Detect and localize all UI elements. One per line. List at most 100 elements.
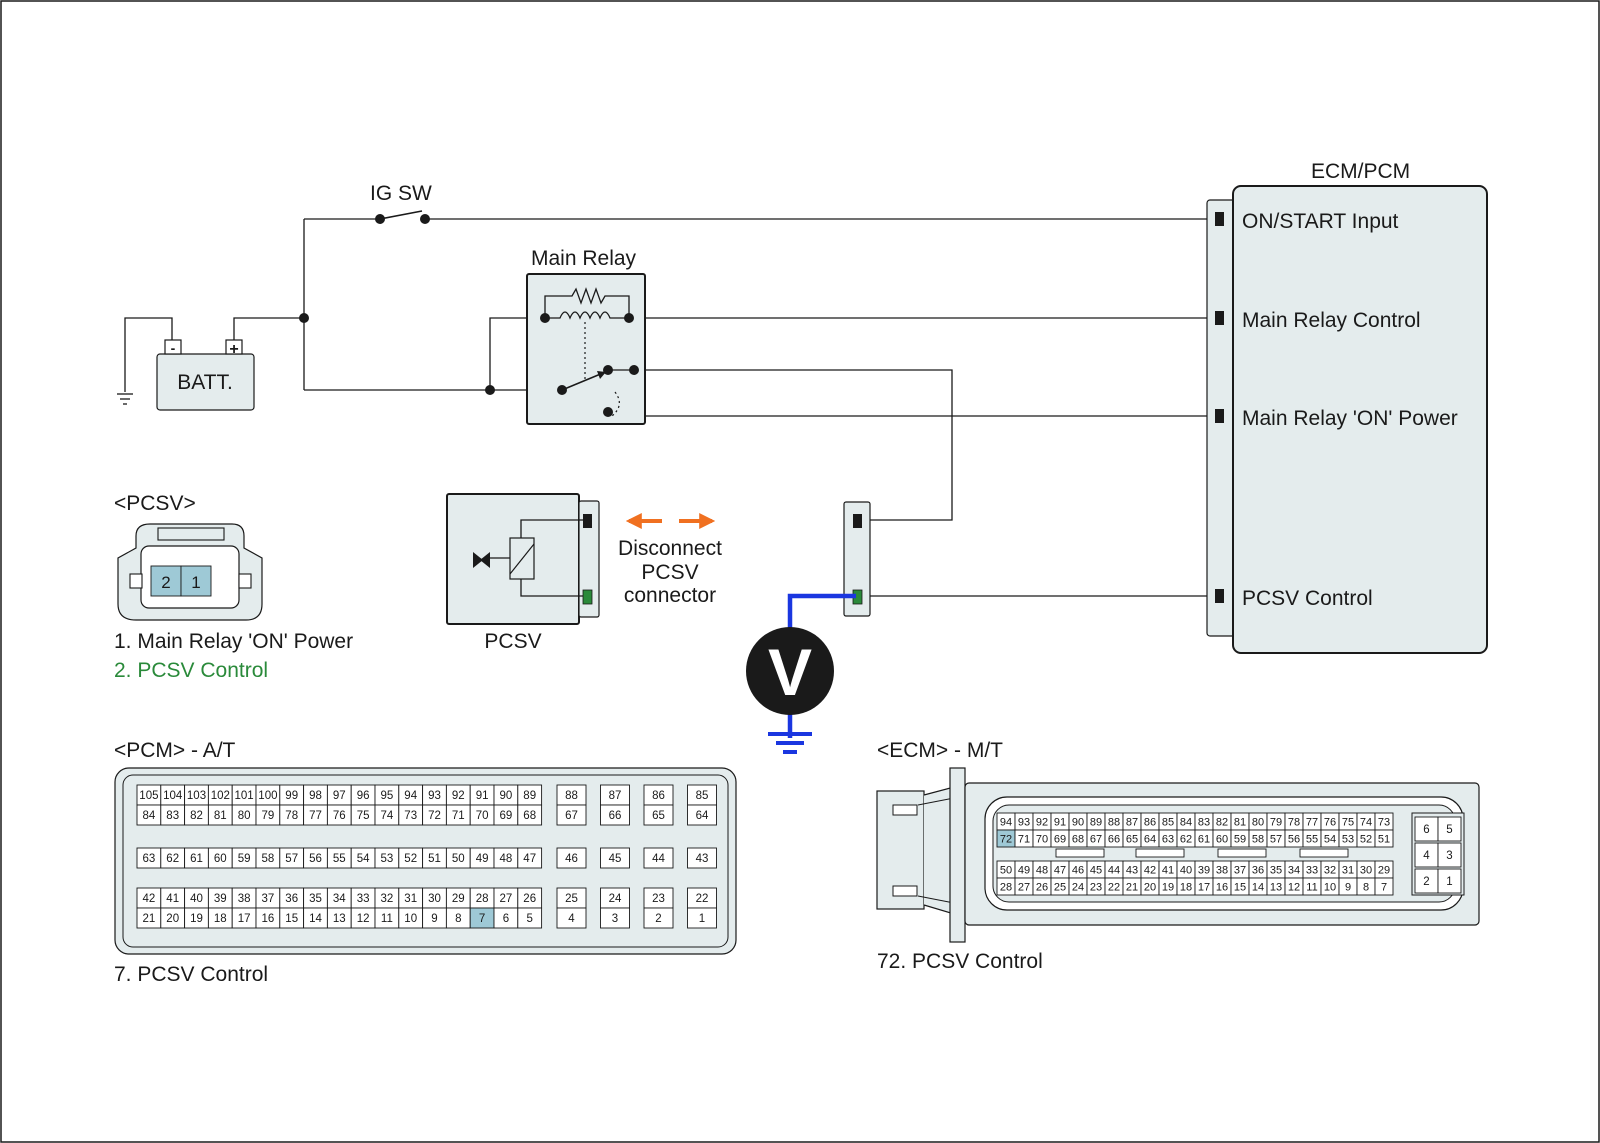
pin-number: 78 (1288, 817, 1300, 829)
pin-number: 63 (1162, 834, 1174, 846)
pin-number: 94 (1000, 817, 1012, 829)
pin-number: 60 (1216, 834, 1228, 846)
pin-number: 105 (139, 790, 158, 802)
pin-number: 78 (285, 810, 298, 822)
pin-number: 39 (214, 893, 227, 905)
pin-number: 104 (163, 790, 183, 802)
pin-number: 90 (500, 790, 513, 802)
pcsv-pin-2: 2 (161, 573, 170, 592)
pin-number: 93 (1018, 817, 1030, 829)
pin-cell (643, 907, 674, 929)
pin-number: 23 (652, 893, 665, 905)
pin-number: 29 (452, 893, 465, 905)
pin-number: 77 (309, 810, 322, 822)
pin-cell (643, 847, 674, 869)
pin-cell (556, 847, 587, 869)
pin-number: 53 (1342, 834, 1354, 846)
pin-number: 12 (1288, 882, 1300, 894)
pin-number: 28 (476, 893, 489, 905)
pin-number: 90 (1072, 817, 1084, 829)
junction-dot (485, 385, 495, 395)
pcm-caption: 7. PCSV Control (114, 963, 268, 986)
pin-number: 31 (404, 893, 417, 905)
pin-number: 37 (1234, 865, 1246, 877)
pin-number: 25 (1054, 882, 1066, 894)
pin-number: 19 (1162, 882, 1174, 894)
pin-number: 92 (1036, 817, 1048, 829)
pin-number: 38 (238, 893, 251, 905)
pin-number: 86 (652, 790, 665, 802)
pcsv-pin-1: 1 (191, 573, 200, 592)
ecm-pcm-module: ECM/PCM ON/START Input Main Relay Contro… (1206, 160, 1488, 654)
voltmeter-icon: V (746, 627, 834, 715)
pin-number: 10 (404, 913, 417, 925)
pin-number: 9 (431, 913, 437, 925)
pin-number: 21 (1126, 882, 1138, 894)
pin-number: 42 (1144, 865, 1156, 877)
pin-number: 12 (357, 913, 370, 925)
pin-number: 16 (1216, 882, 1228, 894)
pin-number: 80 (238, 810, 251, 822)
pin-cell (1374, 877, 1394, 896)
pin-number: 54 (1324, 834, 1336, 846)
pin-number: 70 (1036, 834, 1048, 846)
pin-number: 75 (1342, 817, 1354, 829)
pin-number: 62 (1180, 834, 1192, 846)
pin-number: 8 (1363, 882, 1369, 894)
pin-number: 25 (565, 893, 578, 905)
pin-number: 32 (381, 893, 394, 905)
pin-number: 34 (333, 893, 346, 905)
pin-number: 5 (1446, 824, 1452, 836)
pin-number: 81 (1234, 817, 1246, 829)
connector-key-tab (1135, 848, 1185, 858)
pin-number: 47 (523, 853, 536, 865)
pin-number: 43 (696, 853, 709, 865)
pin-number: 1 (699, 913, 705, 925)
pin-number: 84 (1180, 817, 1192, 829)
harness-connector (843, 501, 871, 617)
ground-symbol (768, 732, 812, 754)
pin-number: 33 (1306, 865, 1318, 877)
pin-number: 40 (1180, 865, 1192, 877)
pin-number: 83 (166, 810, 179, 822)
pin-number: 19 (190, 913, 203, 925)
pin-number: 64 (696, 810, 709, 822)
pin-number: 85 (696, 790, 709, 802)
pin-number: 40 (190, 893, 203, 905)
pin-number: 26 (523, 893, 536, 905)
ignition-switch: IG SW (370, 182, 432, 224)
pin-number: 79 (1270, 817, 1282, 829)
pin-number: 1 (1446, 876, 1452, 888)
pin-number: 92 (452, 790, 465, 802)
pin-number: 21 (143, 913, 156, 925)
pin-number: 59 (1234, 834, 1246, 846)
pin-number: 57 (1270, 834, 1282, 846)
pin-number: 23 (1090, 882, 1102, 894)
pin-number: 71 (1018, 834, 1030, 846)
pin-number: 18 (1180, 882, 1192, 894)
pin-number: 48 (500, 853, 513, 865)
pin-number: 8 (455, 913, 461, 925)
main-relay: Main Relay (526, 247, 646, 425)
pin-number: 13 (333, 913, 346, 925)
pin-number: 39 (1198, 865, 1210, 877)
pin-number: 16 (262, 913, 275, 925)
pin-number: 44 (652, 853, 665, 865)
pin-cell (600, 847, 630, 869)
pin-number: 18 (214, 913, 227, 925)
pin-number: 73 (1378, 817, 1390, 829)
pin-number: 4 (1423, 850, 1430, 862)
pin-number: 4 (568, 913, 575, 925)
pin-number: 53 (381, 853, 394, 865)
pin-number: 22 (1108, 882, 1120, 894)
pin-number: 26 (1036, 882, 1048, 894)
pin-number: 80 (1252, 817, 1264, 829)
pin-number: 28 (1000, 882, 1012, 894)
pin-number: 43 (1126, 865, 1138, 877)
ecm-connector-title: <ECM> - M/T (877, 739, 1003, 762)
pin-number: 46 (1072, 865, 1084, 877)
battery-label: BATT. (177, 371, 233, 394)
pin-number: 96 (357, 790, 370, 802)
